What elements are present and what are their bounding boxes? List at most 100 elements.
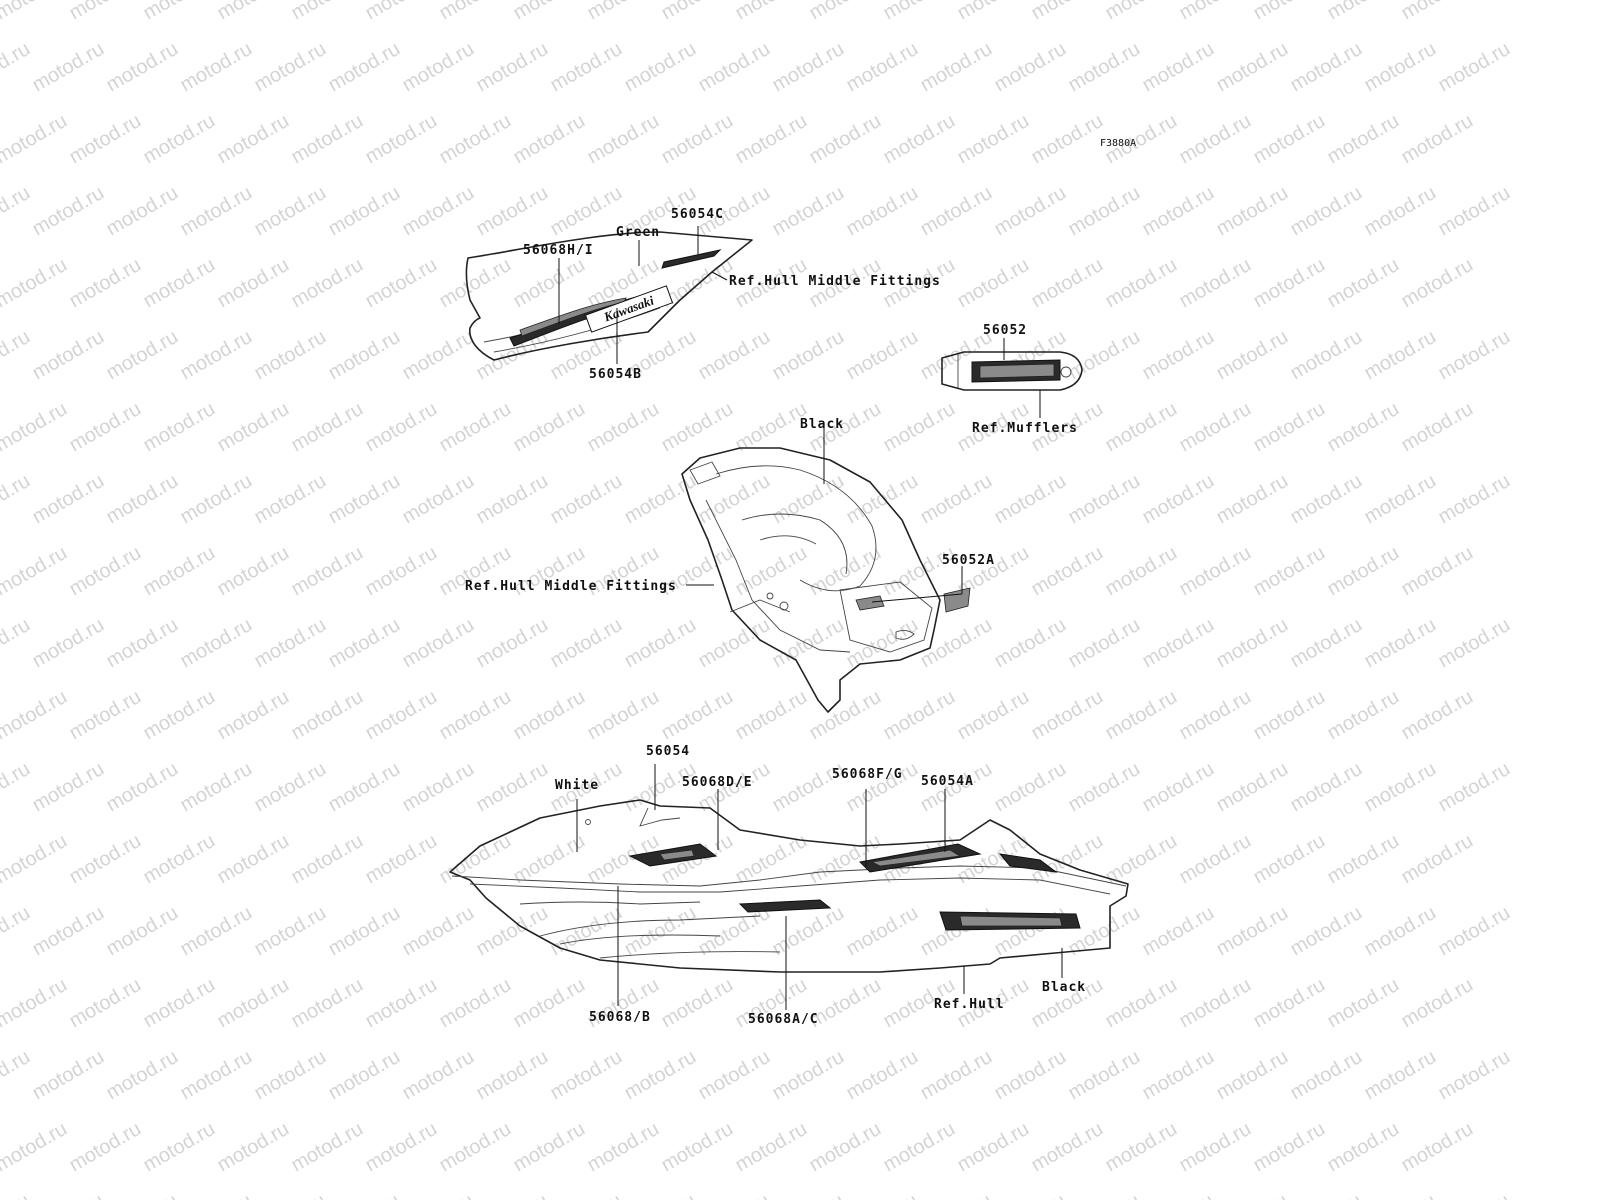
watermark-text: motod.ru <box>1361 326 1440 385</box>
watermark-text: motod.ru <box>1435 326 1514 385</box>
label-56068b: 56068/B <box>589 1010 651 1025</box>
watermark-text: motod.ru <box>0 470 34 529</box>
watermark-text: motod.ru <box>1398 686 1477 745</box>
watermark-text: motod.ru <box>1287 758 1366 817</box>
watermark-text: motod.ru <box>1250 398 1329 457</box>
watermark-text: motod.ru <box>325 902 404 961</box>
watermark-text: motod.ru <box>288 110 367 169</box>
watermark-text: motod.ru <box>1176 686 1255 745</box>
watermark-text: motod.ru <box>0 182 34 241</box>
watermark-text: motod.ru <box>1213 182 1292 241</box>
watermark-text: motod.ru <box>1398 254 1477 313</box>
watermark-text: motod.ru <box>325 758 404 817</box>
watermark-text: motod.ru <box>917 1190 996 1200</box>
watermark-text: motod.ru <box>1250 0 1329 24</box>
watermark-text: motod.ru <box>29 1046 108 1105</box>
watermark-text: motod.ru <box>1065 470 1144 529</box>
watermark-text: motod.ru <box>510 254 589 313</box>
watermark-text: motod.ru <box>29 902 108 961</box>
watermark-text: motod.ru <box>1398 974 1477 1033</box>
watermark-text: motod.ru <box>584 686 663 745</box>
watermark-text: motod.ru <box>288 254 367 313</box>
watermark-text: motod.ru <box>251 902 330 961</box>
watermark-text: motod.ru <box>1213 1190 1292 1200</box>
watermark-text: motod.ru <box>1250 686 1329 745</box>
watermark-text: motod.ru <box>362 542 441 601</box>
watermark-text: motod.ru <box>251 38 330 97</box>
watermark-text: motod.ru <box>806 686 885 745</box>
watermark-text: motod.ru <box>954 1118 1033 1177</box>
label-black-top: Black <box>800 417 844 432</box>
watermark-text: motod.ru <box>1176 110 1255 169</box>
watermark-text: motod.ru <box>1250 830 1329 889</box>
watermark-text: motod.ru <box>103 902 182 961</box>
watermark-text: motod.ru <box>806 830 885 889</box>
watermark-text: motod.ru <box>843 902 922 961</box>
watermark-text: motod.ru <box>1435 1190 1514 1200</box>
watermark-text: motod.ru <box>473 1046 552 1105</box>
watermark-text: motod.ru <box>399 1190 478 1200</box>
watermark-text: motod.ru <box>510 0 589 24</box>
watermark-text: motod.ru <box>1361 758 1440 817</box>
watermark-text: motod.ru <box>1324 0 1403 24</box>
watermark-text: motod.ru <box>547 902 626 961</box>
watermark-text: motod.ru <box>288 1118 367 1177</box>
watermark-text: motod.ru <box>140 830 219 889</box>
watermark-text: motod.ru <box>1139 1190 1218 1200</box>
watermark-text: motod.ru <box>473 902 552 961</box>
watermark-text: motod.ru <box>1324 542 1403 601</box>
watermark-text: motod.ru <box>1139 326 1218 385</box>
watermark-text: motod.ru <box>1213 614 1292 673</box>
watermark-text: motod.ru <box>1176 254 1255 313</box>
watermark-text: motod.ru <box>880 0 959 24</box>
watermark-text: motod.ru <box>1065 1190 1144 1200</box>
watermark-text: motod.ru <box>1287 182 1366 241</box>
watermark-text: motod.ru <box>991 1046 1070 1105</box>
watermark-text: motod.ru <box>1287 38 1366 97</box>
watermark-text: motod.ru <box>1398 398 1477 457</box>
watermark-text: motod.ru <box>177 1046 256 1105</box>
watermark-text: motod.ru <box>695 614 774 673</box>
watermark-text: motod.ru <box>103 182 182 241</box>
watermark-text: motod.ru <box>177 614 256 673</box>
watermark-text: motod.ru <box>1361 38 1440 97</box>
muffler-decal-part <box>941 351 1083 391</box>
watermark-text: motod.ru <box>140 686 219 745</box>
watermark-text: motod.ru <box>214 830 293 889</box>
watermark-text: motod.ru <box>0 542 71 601</box>
watermark-text: motod.ru <box>880 686 959 745</box>
watermark-text: motod.ru <box>436 1118 515 1177</box>
watermark-text: motod.ru <box>399 614 478 673</box>
watermark-text: motod.ru <box>436 254 515 313</box>
watermark-text: motod.ru <box>103 38 182 97</box>
watermark-text: motod.ru <box>1176 1118 1255 1177</box>
watermark-text: motod.ru <box>436 0 515 24</box>
label-ref-mufflers: Ref.Mufflers <box>972 421 1078 436</box>
watermark-text: motod.ru <box>436 398 515 457</box>
watermark-text: motod.ru <box>0 398 71 457</box>
watermark-text: motod.ru <box>1361 1190 1440 1200</box>
watermark-text: motod.ru <box>0 758 34 817</box>
watermark-text: motod.ru <box>1361 614 1440 673</box>
watermark-text: motod.ru <box>917 38 996 97</box>
label-green: Green <box>616 225 660 240</box>
watermark-text: motod.ru <box>140 542 219 601</box>
watermark-text: motod.ru <box>0 254 71 313</box>
watermark-text: motod.ru <box>658 974 737 1033</box>
watermark-text: motod.ru <box>1213 326 1292 385</box>
watermark-text: motod.ru <box>954 0 1033 24</box>
label-56052a: 56052A <box>942 553 995 568</box>
watermark-text: motod.ru <box>177 1190 256 1200</box>
watermark-text: motod.ru <box>732 0 811 24</box>
watermark-text: motod.ru <box>251 470 330 529</box>
watermark-text: motod.ru <box>1361 1046 1440 1105</box>
diagram-code: F3880A <box>1100 138 1136 149</box>
watermark-text: motod.ru <box>177 470 256 529</box>
watermark-text: motod.ru <box>177 902 256 961</box>
watermark-text: motod.ru <box>436 830 515 889</box>
decal-56052a-piece <box>943 587 971 613</box>
watermark-text: motod.ru <box>917 902 996 961</box>
watermark-text: motod.ru <box>436 686 515 745</box>
watermark-text: motod.ru <box>1139 902 1218 961</box>
watermark-text: motod.ru <box>1065 38 1144 97</box>
